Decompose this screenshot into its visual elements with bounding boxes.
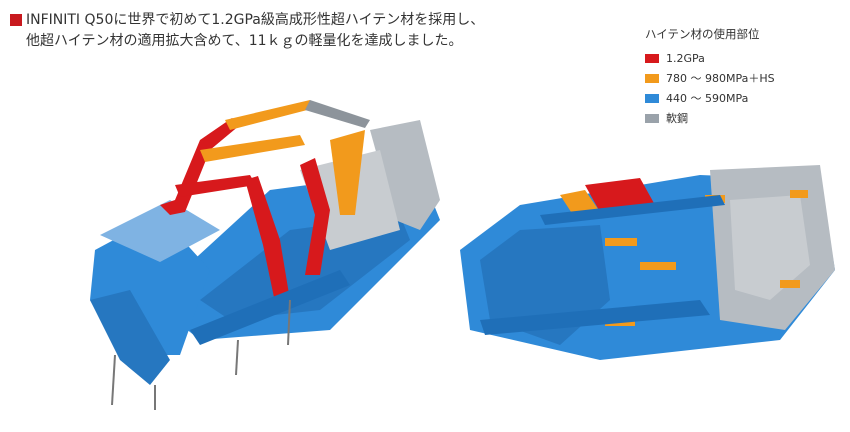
headline: INFINITI Q50に世界で初めて1.2GPa級高成形性超ハイテン材を採用し…: [10, 10, 610, 52]
legend-swatch-780-980mpa: [645, 73, 659, 83]
underbody-rear-inner: [730, 195, 810, 300]
front-apron: [90, 290, 170, 385]
headline-line-1: INFINITI Q50に世界で初めて1.2GPa級高成形性超ハイテン材を採用し…: [26, 12, 485, 28]
legend-label-440-590mpa: 440 ～ 590MPa: [666, 92, 749, 105]
b-pillar-rear: [300, 158, 330, 275]
legend-swatch-1-2gpa: [645, 53, 659, 63]
rear-panel: [370, 120, 440, 230]
front-cowl: [100, 200, 220, 262]
legend-item-440-590mpa: 440 ～ 590MPa: [645, 88, 845, 108]
legend-swatch-440-590mpa: [645, 93, 659, 103]
side-rail-right: [540, 195, 725, 225]
rear-roof-arch: [330, 130, 365, 215]
headline-line-2: 他超ハイテン材の適用拡大含めて、11ｋｇの軽量化を達成しました。: [26, 33, 463, 49]
reinforcement-1: [605, 238, 637, 246]
legend-item-mild-steel: 軟鋼: [645, 108, 845, 128]
legend-label-1-2gpa: 1.2GPa: [666, 51, 705, 65]
upper-body-structure: [90, 100, 440, 410]
roof-bow-1: [200, 135, 305, 162]
b-pillar: [245, 176, 290, 302]
bullet-square-icon: [10, 14, 22, 26]
a-pillar: [160, 118, 240, 215]
side-rail-left: [480, 300, 710, 335]
roof-rail-front: [225, 100, 315, 130]
roof-bow-2: [175, 175, 256, 197]
roof-rail-side: [305, 100, 370, 128]
legend-label-780-980mpa: 780 ～ 980MPa＋HS: [666, 72, 775, 85]
dash-cross-member-red: [585, 178, 655, 212]
rear-leg-2: [235, 339, 239, 376]
legend-item-1-2gpa: 1.2GPa: [645, 48, 845, 68]
reinforcement-5: [790, 190, 808, 198]
legend-swatch-mild-steel: [645, 113, 659, 123]
reinforcement-6: [780, 280, 800, 288]
legend-label-mild-steel: 軟鋼: [666, 112, 688, 125]
material-legend: ハイテン材の使用部位 1.2GPa 780 ～ 980MPa＋HS 440 ～ …: [645, 26, 845, 128]
legend-item-780-980mpa: 780 ～ 980MPa＋HS: [645, 68, 845, 88]
side-sill: [190, 270, 350, 345]
front-leg-1: [111, 354, 116, 406]
legend-title: ハイテン材の使用部位: [645, 27, 760, 41]
rear-leg-1: [287, 299, 291, 346]
reinforcement-2: [640, 262, 676, 270]
underbody-structure: [460, 165, 835, 360]
